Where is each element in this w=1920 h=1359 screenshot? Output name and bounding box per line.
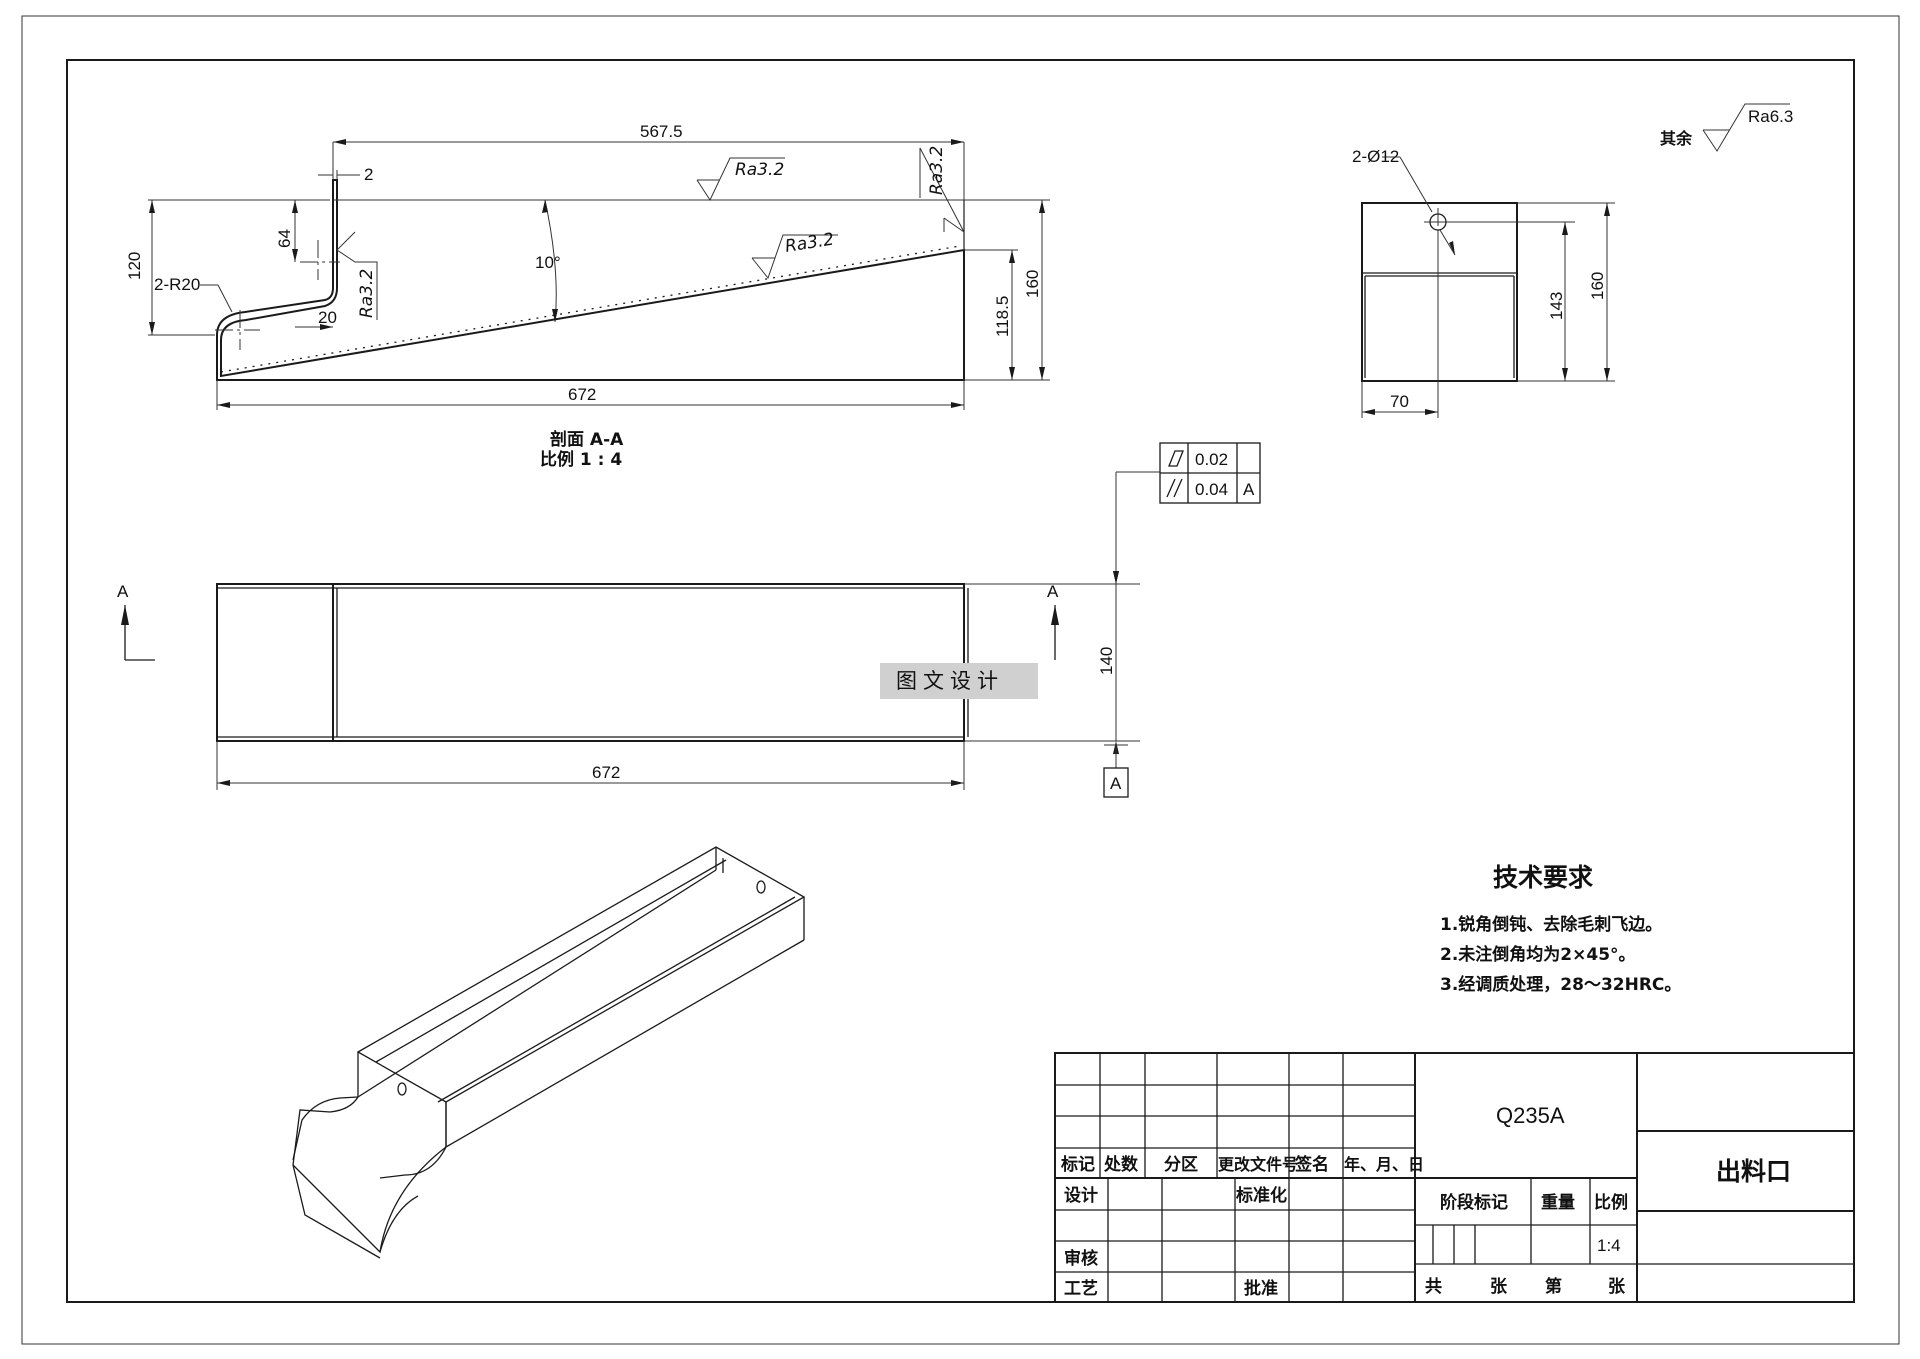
- section-view: 567.5 2 120 64 2-R20 20 10°: [125, 122, 1050, 470]
- section-outline: [216, 179, 965, 381]
- title-block: 标记 处数 分区 更改文件号 签名 年、月、日 设计 标准化 审核 工艺 批准 …: [1054, 1052, 1855, 1303]
- roughness-top: Ra3.2: [735, 160, 784, 180]
- tolerance-parallelism: 0.04: [1195, 480, 1228, 499]
- dim-672-top: 672: [592, 763, 620, 782]
- dim-140: 140: [1097, 647, 1116, 675]
- top-view: A A 140 672 A 图文设计: [117, 471, 1160, 798]
- general-roughness-label: 其余: [1660, 129, 1693, 148]
- dim-118-5: 118.5: [993, 296, 1012, 337]
- roughness-symbol: [696, 157, 785, 202]
- tech-item: 2.未注倒角均为2×45°。: [1440, 944, 1636, 965]
- dim-672-section: 672: [568, 385, 596, 404]
- side-view: 2-Ø12 143 160 70: [1352, 147, 1615, 418]
- section-mark-left: A: [117, 582, 129, 601]
- tolerance-frame: 0.02 0.04 A: [1159, 442, 1261, 504]
- tb-header: 标记: [1061, 1154, 1095, 1175]
- outer-border: [21, 15, 1900, 1345]
- dim-20: 20: [318, 308, 337, 327]
- tech-item: 1.锐角倒钝、去除毛刺飞边。: [1440, 914, 1662, 935]
- tb-scale-value: 1:4: [1597, 1236, 1621, 1255]
- tech-requirements: 技术要求 1.锐角倒钝、去除毛刺飞边。 2.未注倒角均为2×45°。 3.经调质…: [1440, 863, 1681, 995]
- isometric-view: [292, 846, 806, 1259]
- tb-header: 年、月、日: [1344, 1155, 1424, 1174]
- dim-160-section: 160: [1023, 270, 1042, 298]
- tb-scale-label: 比例: [1594, 1192, 1628, 1213]
- tb-header: 处数: [1103, 1154, 1139, 1175]
- dim-64: 64: [275, 229, 294, 248]
- hole-label: 2-Ø12: [1352, 147, 1399, 166]
- roughness-slope: Ra3.2: [784, 229, 836, 256]
- dim-160-side: 160: [1588, 272, 1607, 300]
- dim-70: 70: [1390, 392, 1409, 411]
- roughness-symbol: [919, 147, 965, 233]
- dim-2: 2: [364, 165, 373, 184]
- tb-total: 共: [1425, 1277, 1442, 1297]
- tb-sheet2: 张: [1608, 1277, 1626, 1297]
- tb-review: 审核: [1064, 1248, 1098, 1269]
- tech-title: 技术要求: [1493, 863, 1593, 892]
- tb-header: 分区: [1164, 1155, 1198, 1175]
- tb-approve: 批准: [1244, 1278, 1278, 1299]
- tb-header: 更改文件号: [1218, 1155, 1298, 1174]
- flatness-icon: [1168, 450, 1184, 467]
- tb-process: 工艺: [1064, 1278, 1098, 1299]
- angle-10: 10°: [535, 253, 561, 272]
- tb-stage-mark: 阶段标记: [1440, 1192, 1508, 1213]
- tolerance-datum: A: [1243, 480, 1255, 499]
- tb-material: Q235A: [1496, 1103, 1565, 1128]
- section-title: 剖面 A-A: [550, 429, 624, 450]
- section-mark-right: A: [1047, 582, 1059, 601]
- section-scale: 比例 1 : 4: [540, 449, 622, 470]
- dim-567-5: 567.5: [640, 122, 683, 141]
- watermark-box: [880, 663, 1038, 699]
- tb-weight: 重量: [1541, 1192, 1575, 1213]
- tb-number: 第: [1545, 1276, 1562, 1297]
- radius-label: 2-R20: [154, 275, 200, 294]
- parallelism-icon: [1166, 478, 1183, 498]
- dim-120: 120: [125, 252, 144, 280]
- roughness-symbol: [336, 231, 378, 320]
- roughness-lip: Ra3.2: [357, 269, 377, 318]
- tech-item: 3.经调质处理，28～32HRC。: [1440, 974, 1681, 995]
- tolerance-flatness: 0.02: [1195, 450, 1228, 469]
- tb-standardize: 标准化: [1236, 1185, 1287, 1206]
- inner-border: [66, 59, 1855, 1303]
- watermark: 图文设计: [896, 669, 1004, 693]
- dim-143: 143: [1547, 292, 1566, 320]
- general-roughness-value: Ra6.3: [1748, 107, 1793, 126]
- tb-header: 签名: [1294, 1154, 1329, 1175]
- datum-a: A: [1110, 774, 1122, 793]
- tb-sheet: 张: [1490, 1277, 1508, 1297]
- general-roughness: 其余 Ra6.3: [1660, 103, 1793, 152]
- tb-design: 设计: [1064, 1185, 1098, 1206]
- roughness-right: Ra3.2: [927, 146, 947, 195]
- roughness-symbol: [751, 234, 838, 280]
- tb-part-name: 出料口: [1716, 1157, 1791, 1186]
